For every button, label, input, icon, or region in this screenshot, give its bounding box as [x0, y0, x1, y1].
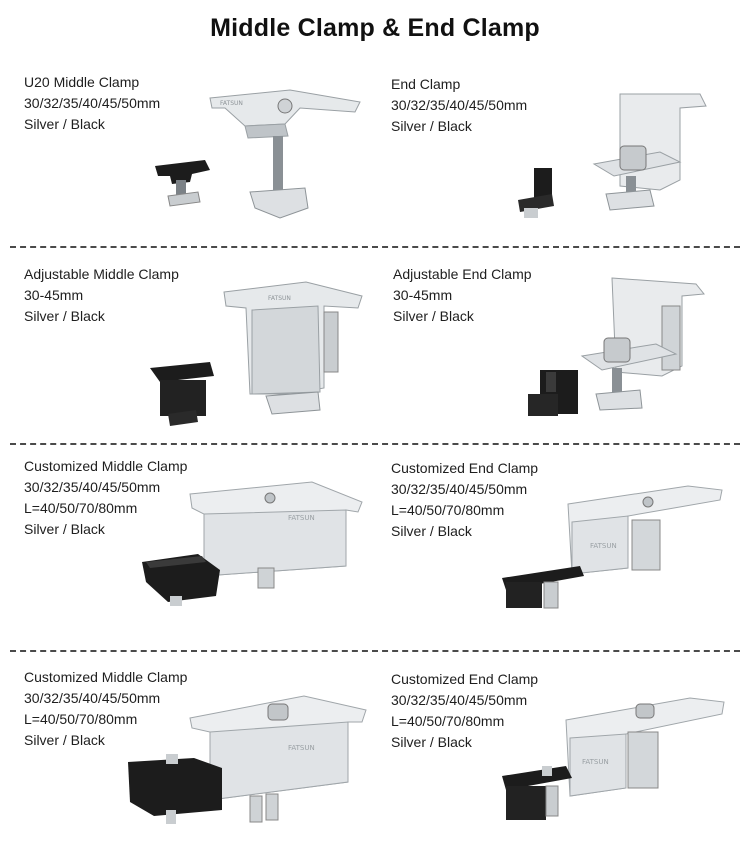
product-size: 30/32/35/40/45/50mm [24, 95, 161, 111]
product-size: 30-45mm [24, 287, 84, 303]
customized-end-clamp-image: FATSUN [500, 692, 730, 832]
product-color: Silver / Black [24, 308, 105, 324]
product-color: Silver / Black [24, 116, 105, 132]
product-spec: U20 Middle Clamp 30/32/35/40/45/50mm Sil… [24, 72, 160, 135]
customized-end-clamp-image: FATSUN [498, 482, 728, 622]
product-size: 30/32/35/40/45/50mm [391, 97, 528, 113]
end-clamp-image [510, 90, 710, 230]
adjustable-end-clamp-image [526, 276, 716, 426]
product-length: L=40/50/70/80mm [24, 711, 138, 727]
black-clamp-small [150, 362, 214, 426]
product-name: U20 Middle Clamp [24, 74, 140, 90]
black-end-clamp-small [528, 370, 578, 416]
product-color: Silver / Black [393, 308, 474, 324]
product-name: Customized Middle Clamp [24, 458, 188, 474]
black-end-clamp-small [518, 168, 554, 218]
product-name: Adjustable Middle Clamp [24, 266, 179, 282]
product-spec: Adjustable End Clamp 30-45mm Silver / Bl… [393, 264, 532, 327]
product-name: Adjustable End Clamp [393, 266, 532, 282]
silver-clamp-large: FATSUN [189, 695, 367, 823]
product-size: 30/32/35/40/45/50mm [391, 481, 528, 497]
product-size: 30/32/35/40/45/50mm [391, 692, 528, 708]
product-spec: Customized Middle Clamp 30/32/35/40/45/5… [24, 456, 187, 540]
product-length: L=40/50/70/80mm [24, 500, 138, 516]
silver-clamp-large: FATSUN [189, 481, 363, 589]
product-length: L=40/50/70/80mm [391, 502, 505, 518]
product-color: Silver / Black [391, 118, 472, 134]
adjustable-middle-clamp-image: FATSUN [148, 276, 368, 426]
section-divider [10, 246, 740, 248]
brand-logo: FATSUN [288, 514, 315, 522]
product-spec: Adjustable Middle Clamp 30-45mm Silver /… [24, 264, 179, 327]
black-clamp-small [155, 160, 210, 207]
product-color: Silver / Black [24, 732, 105, 748]
silver-end-clamp-large: FATSUN [567, 485, 723, 575]
u20-middle-clamp-image: FATSUN [150, 80, 370, 230]
black-clamp-small [128, 754, 222, 824]
product-name: Customized End Clamp [391, 460, 539, 476]
silver-end-clamp-large [580, 277, 705, 411]
product-length: L=40/50/70/80mm [391, 713, 505, 729]
black-end-clamp-small [502, 566, 584, 609]
customized-middle-clamp-image: FATSUN [140, 478, 370, 618]
silver-clamp-large: FATSUN [223, 281, 363, 415]
section-divider [10, 650, 740, 652]
black-end-clamp-small [502, 766, 572, 820]
product-name: Customized Middle Clamp [24, 669, 188, 685]
brand-logo: FATSUN [220, 100, 243, 107]
brand-logo: FATSUN [582, 758, 609, 766]
product-size: 30/32/35/40/45/50mm [24, 479, 161, 495]
brand-logo: FATSUN [268, 295, 291, 302]
customized-middle-clamp-image: FATSUN [126, 692, 376, 832]
silver-end-clamp-large [592, 93, 707, 211]
product-size: 30-45mm [393, 287, 453, 303]
product-color: Silver / Black [391, 734, 472, 750]
product-color: Silver / Black [24, 521, 105, 537]
brand-logo: FATSUN [590, 542, 617, 550]
brand-logo: FATSUN [288, 744, 315, 752]
product-spec: End Clamp 30/32/35/40/45/50mm Silver / B… [391, 74, 527, 137]
product-name: Customized End Clamp [391, 671, 539, 687]
product-name: End Clamp [391, 76, 461, 92]
product-spec: Customized End Clamp 30/32/35/40/45/50mm… [391, 669, 538, 753]
silver-clamp-large: FATSUN [209, 89, 361, 219]
product-spec: Customized Middle Clamp 30/32/35/40/45/5… [24, 667, 187, 751]
product-spec: Customized End Clamp 30/32/35/40/45/50mm… [391, 458, 538, 542]
product-color: Silver / Black [391, 523, 472, 539]
page-title: Middle Clamp & End Clamp [210, 14, 540, 42]
black-clamp-small [142, 554, 220, 606]
section-divider [10, 443, 740, 445]
product-size: 30/32/35/40/45/50mm [24, 690, 161, 706]
silver-end-clamp-large: FATSUN [565, 697, 725, 797]
